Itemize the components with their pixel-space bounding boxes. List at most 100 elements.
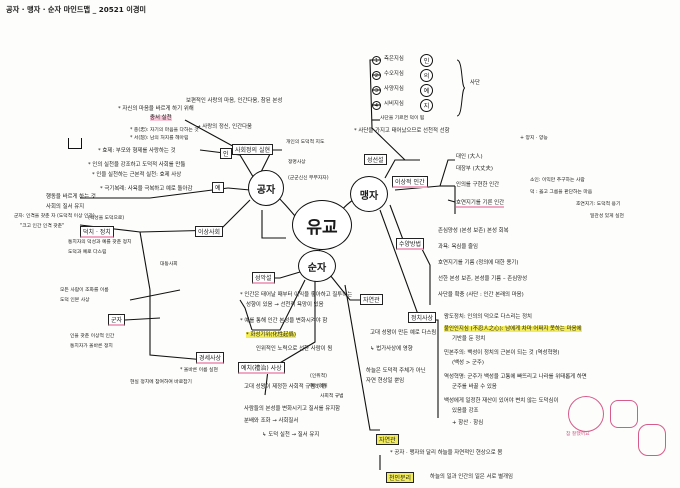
four-beginnings-virtue: 인: [420, 54, 433, 67]
heaven-note: 하늘은 도덕적 주체가 아닌: [366, 368, 426, 374]
nature-box: 천인분리: [386, 472, 415, 483]
branch-seonseol: 성선설: [364, 154, 387, 165]
branch-heaven: 자연관: [360, 294, 383, 305]
branch-nature: 자연관: [376, 434, 399, 445]
politics-note: + 항산 · 항심: [452, 420, 484, 426]
politics-note: 기반을 둔 정치: [452, 336, 486, 342]
ye-note: 행동을 바르게 하는 것: [46, 194, 96, 200]
branch-politics: 정치사상: [408, 312, 437, 323]
akseol-note: * 인간은 태어날 때부터 이익을 좋아하고 질투하는: [240, 292, 353, 298]
ideal-human-note: 대장부 (大丈夫): [456, 166, 493, 172]
branch-ye: 예: [212, 182, 224, 193]
cultivation-note: 선한 본성 보존, 본성을 기름 – 존심양성: [438, 276, 528, 282]
four-beginnings-term: 측은지심: [384, 56, 404, 62]
politics-note: 군주를 바꿀 수 있음: [452, 384, 497, 390]
nature-note: * 공자 · 맹자와 달리 하늘을 자연적인 현상으로 봄: [390, 450, 503, 456]
in-note: 충서 실천: [150, 115, 172, 122]
seonseol-tag: + 양지 · 양능: [520, 136, 548, 141]
gunja-note: 통치자가 올바른 정치: [70, 344, 113, 349]
cultivation-note: 과욕: 욕심을 줄임: [438, 244, 478, 250]
branch-justice: 사회정의 실현: [232, 144, 274, 155]
politics-note: 역성혁명: 군주가 백성을 고통에 빠뜨리고 나라를 위태롭게 하면: [444, 374, 587, 380]
branch-moral-politics: 덕치 · 정치: [80, 226, 114, 238]
four-beginnings-note: 사단을 기르면 덕이 됨: [380, 116, 425, 121]
politics-note: 있음을 강조: [452, 408, 479, 414]
yechi-note: 분배와 조화 → 사회질서: [244, 418, 299, 424]
in-note: * 인을 실천하는 근본적 실천: 효제 사상: [92, 172, 182, 178]
four-beginnings-virtue: 의: [420, 69, 433, 82]
ye-note: * 극기복례: 사욕을 극복하고 예로 돌아감: [100, 186, 193, 192]
four-beginnings-term: 사양지심: [384, 86, 404, 92]
ideal-human-side: 소인: 이익만 추구하는 사람: [530, 178, 585, 183]
node-confucius: 공자: [248, 170, 284, 206]
gyeongse-note: * 올바른 이름 실현: [180, 368, 218, 373]
hwaseong-note: 사회적 규범: [320, 394, 344, 399]
four-beginnings-virtue: 지: [420, 99, 433, 112]
justice-note: (군군신신 부부자자): [288, 176, 329, 181]
ideal-human-note: 대인 (大人): [456, 154, 483, 160]
in-note: * 인의 실천을 강조하고 도덕적 사회를 만듦: [88, 162, 186, 168]
ye-note: 군자: 인격을 갖춘 자 (도덕적 이상 인간): [14, 214, 95, 219]
in-note: * 효제: 부모와 형제를 사랑하는 것: [98, 148, 176, 154]
cultivation-note: 사단을 확충 (사단 : 인간 본래의 마음): [438, 292, 524, 298]
center-node-yugyo: 유교: [292, 200, 352, 250]
ideal-human-note: 일관성 있게 실천: [590, 214, 624, 219]
seal-icon: [638, 424, 666, 456]
cultivation-note: 존심양성 (본성 보존) 본성 회복: [438, 228, 509, 234]
branch-ideal-human: 이상적 인간: [392, 176, 428, 188]
yechi-note: 고대 성왕이 제정한 사회적 규범 (예): [244, 384, 327, 390]
yechi-note: 사람들의 본성을 변화시키고 질서를 유지함: [244, 406, 341, 412]
ideal-note: 대동사회: [160, 262, 178, 267]
in-note: * 서(恕): 남의 처지를 헤아림: [130, 136, 189, 141]
ideal-human-side: 덕 : 옳고 그름을 판단하는 마음: [530, 190, 593, 195]
page-title: 공자 · 맹자 · 순자 마인드맵 _ 20521 이경미: [6, 5, 147, 14]
four-beginnings-number: 3: [372, 86, 381, 95]
gunja-note: 인을 갖춘 이상적 인간: [70, 334, 115, 339]
yechi-note: ↳ 도덕 실천 → 질서 유지: [262, 432, 320, 438]
heaven-note: ↳ 법가사상에 영향: [370, 346, 413, 352]
branch-cultivation: 수양방법: [396, 238, 425, 250]
akseol-note: 인위적인 노력으로 선한 사람이 됨: [256, 346, 333, 352]
akseol-note: * 화성기위(化性起僞): [246, 332, 297, 339]
four-beginnings-number: 4: [372, 101, 381, 110]
cultivation-note: 호연지기를 기름 (정의에 대한 용기): [438, 260, 519, 266]
in-note: → 사랑의 정신, 인간다움: [196, 124, 253, 130]
in-note: * 자신의 마음을 바르게 하기 위해: [118, 106, 194, 112]
gyeongse-note: 현실 정치에 참여하여 바로잡기: [130, 380, 192, 385]
node-mencius: 맹자: [350, 176, 388, 212]
hwaseong-tag: 화성기위: [310, 384, 328, 389]
politics-note: (백성 > 군주): [452, 360, 484, 366]
ye-note: 사회의 질서 유지: [46, 204, 85, 210]
in-note: * 충(忠): 자기의 마음을 다하는 것: [130, 128, 199, 133]
bracket-icon: [456, 59, 466, 117]
politics-note: 불인인지심 (不忍人之心): 남에게 차마 어쩌지 못하는 마음에: [444, 326, 582, 333]
stamp-caption: 참 잘했어요: [566, 432, 590, 437]
moral-note: 통치자의 덕성과 예를 갖춘 정치: [68, 240, 132, 245]
branch-in: 인: [220, 148, 232, 159]
ideal-human-note: 호연지기를 기른 인간: [456, 200, 505, 209]
heaven-note: 고대 성왕이 만든 예로 다스림: [370, 330, 437, 336]
branch-ideal-society: 이상사회: [195, 226, 224, 237]
seal-icon: [610, 400, 638, 428]
stamp-icon: [568, 396, 604, 432]
hwaseong-note: (인위적): [310, 374, 327, 379]
akseol-note: * 예를 통해 인간 본성을 변화시켜야 함: [240, 318, 328, 324]
heaven-note: 자연 현상일 뿐임: [366, 378, 405, 384]
four-beginnings-term: 수오지심: [384, 71, 404, 77]
cup-icon: [68, 138, 82, 149]
politics-note: 왕도정치: 인의의 덕으로 다스리는 정치: [444, 314, 533, 320]
in-note: 보편적인 사랑의 마음, 인간다움, 참된 본성: [186, 98, 283, 104]
ye-note: "크고 인간 인격 갖춘": [20, 224, 65, 229]
moral-note: (백성을 도덕으로): [88, 216, 125, 221]
branch-yechi: 예치(禮治) 사상: [238, 362, 285, 374]
ideal-human-side: 호연지기: 도덕적 용기: [576, 202, 621, 207]
politics-note: 민본주의: 백성이 정치의 근본이 되는 것 (역성혁명): [444, 350, 560, 356]
seonseol-note: * 사단을 가지고 태어났으므로 선천적 선함: [354, 128, 450, 134]
politics-note: 백성에게 일정한 재산이 있어야 변치 않는 도덕심이: [444, 398, 559, 404]
justice-note: 정명사상: [288, 160, 306, 165]
four-beginnings-virtue: 예: [420, 84, 433, 97]
branch-akseol: 성악설: [252, 272, 275, 284]
four-beginnings-tag: 사단: [470, 80, 480, 86]
ideal-note: 모든 사람이 조화를 이룸: [60, 288, 109, 293]
four-beginnings-number: 1: [372, 56, 381, 65]
